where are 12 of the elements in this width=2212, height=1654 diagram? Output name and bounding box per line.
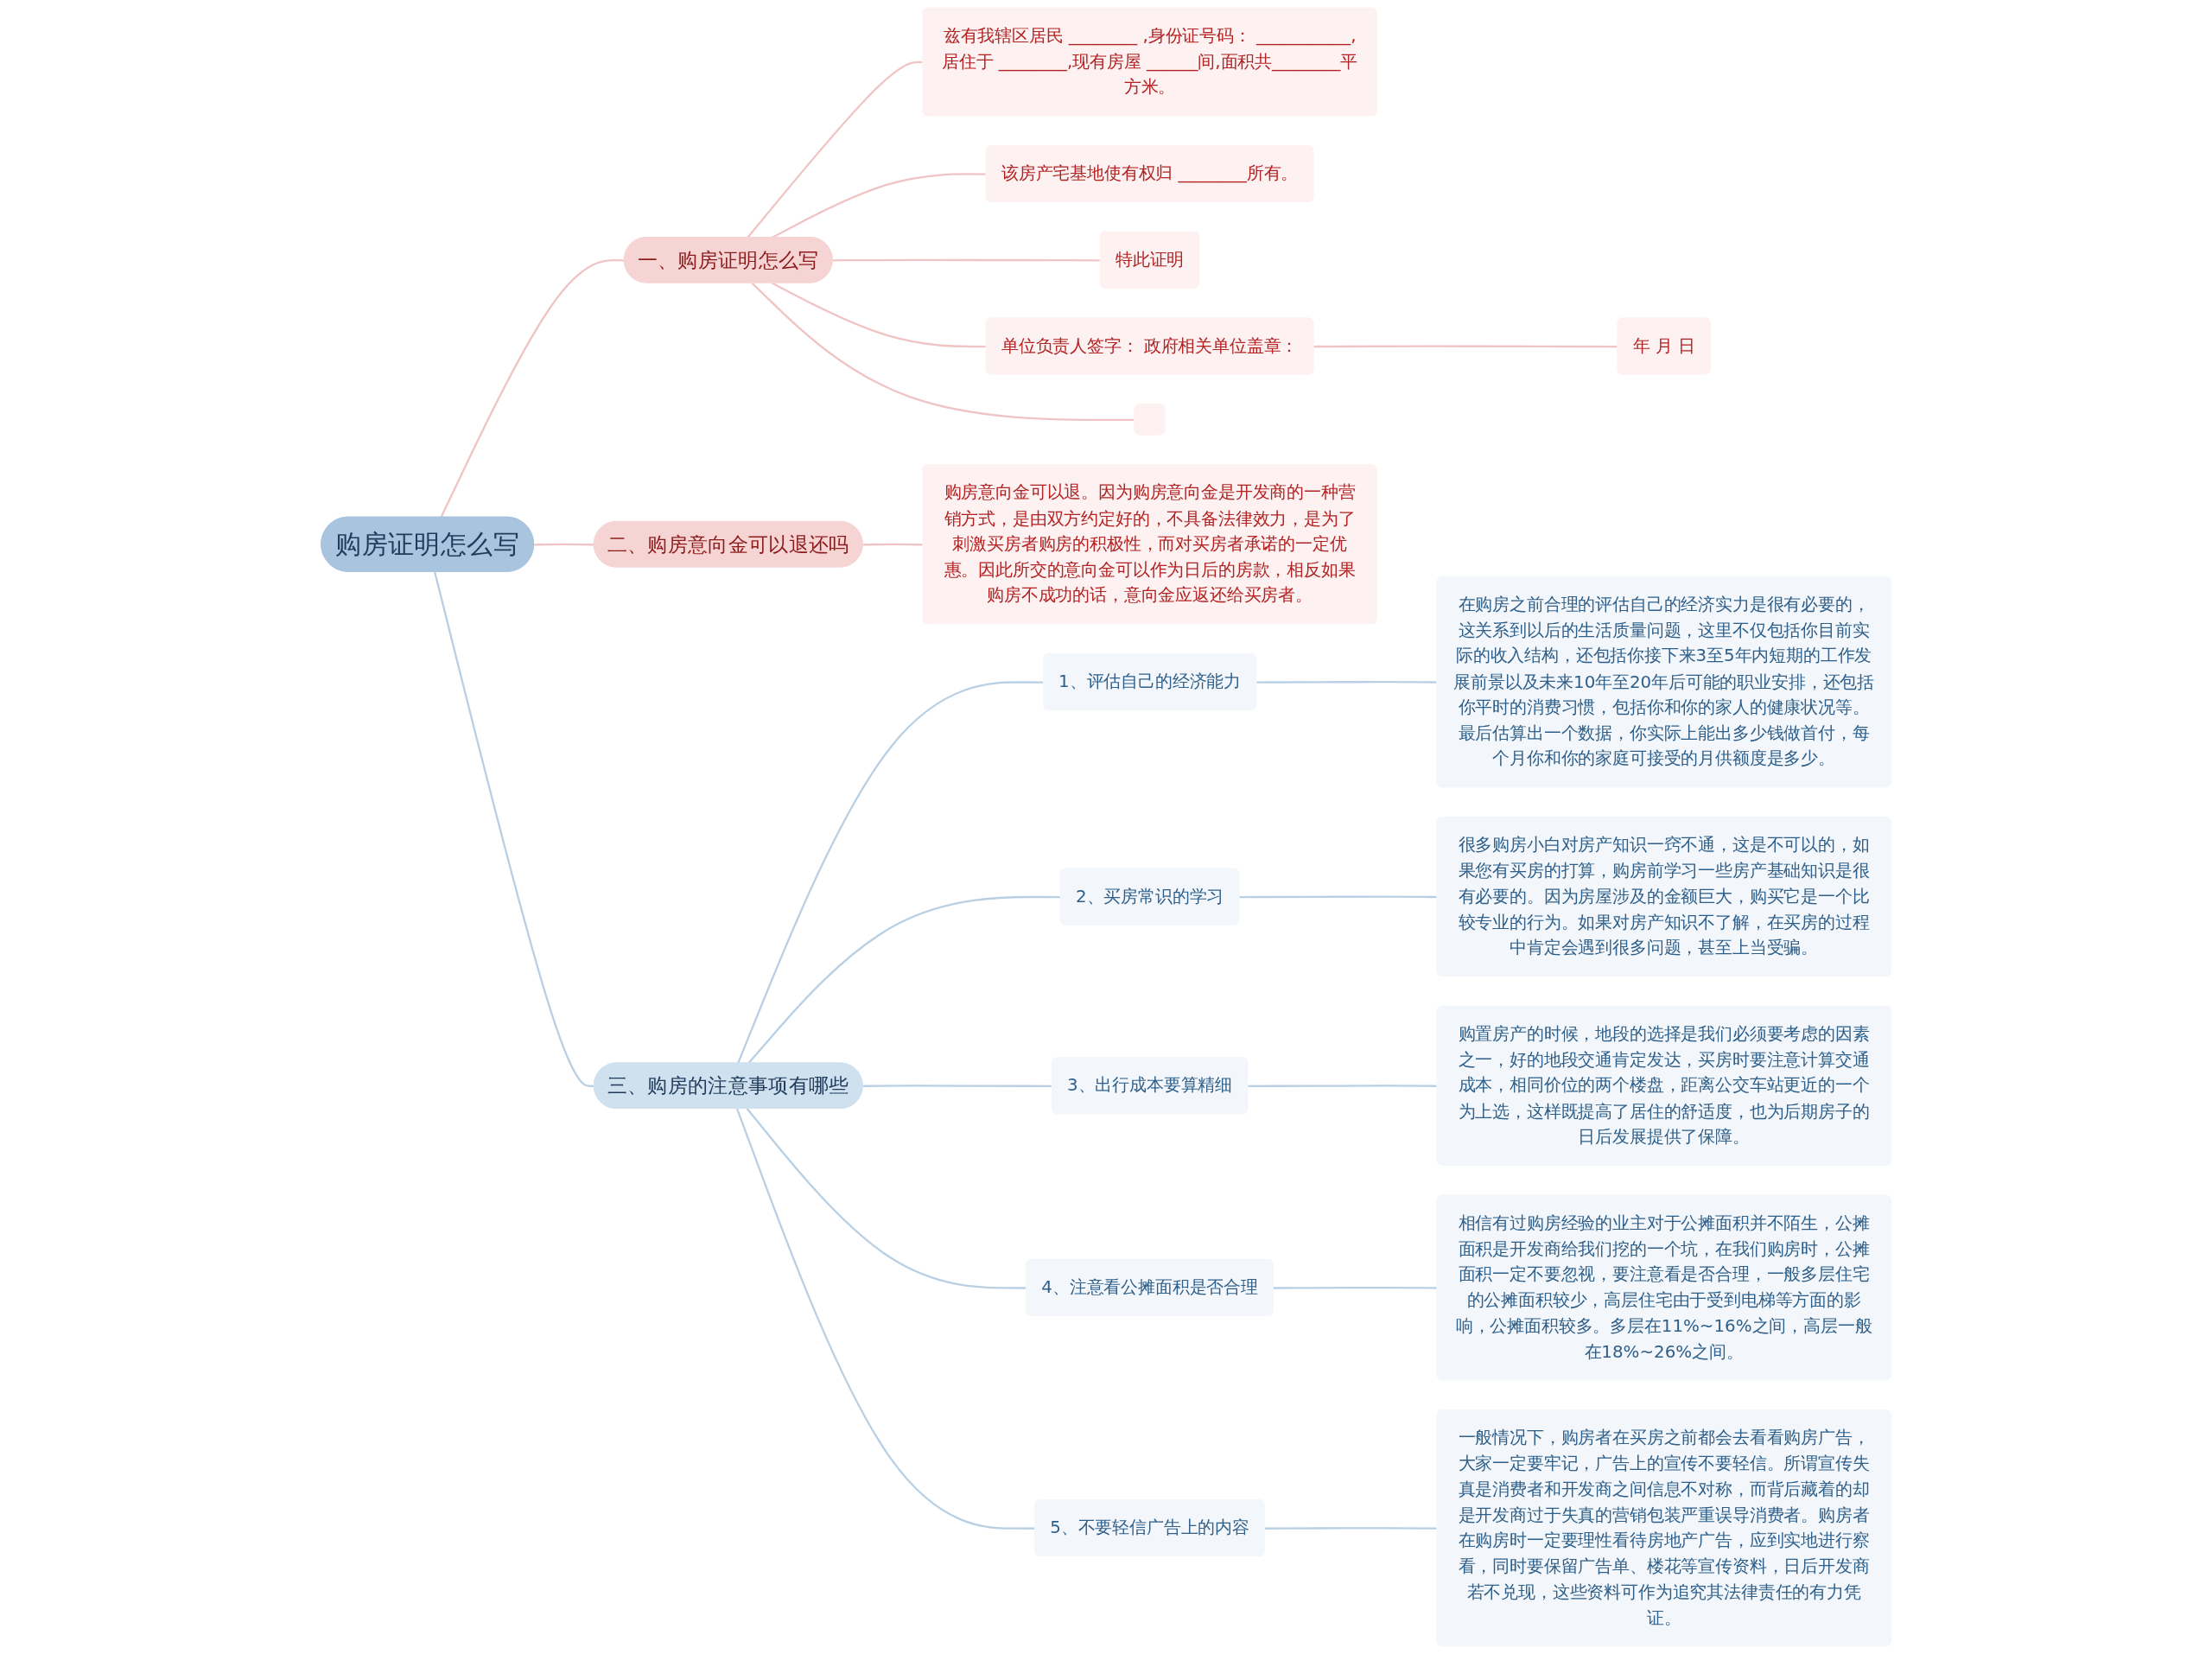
connector — [751, 282, 1135, 422]
connector — [832, 258, 1101, 262]
connector — [1273, 1286, 1438, 1289]
connector — [747, 60, 924, 239]
connector — [1256, 681, 1438, 684]
connector — [862, 543, 924, 546]
connector — [747, 895, 1061, 1065]
connector — [1239, 895, 1438, 899]
connector — [771, 282, 987, 348]
connector — [1248, 1085, 1438, 1087]
connector — [1265, 1527, 1438, 1530]
connector — [1313, 345, 1618, 348]
